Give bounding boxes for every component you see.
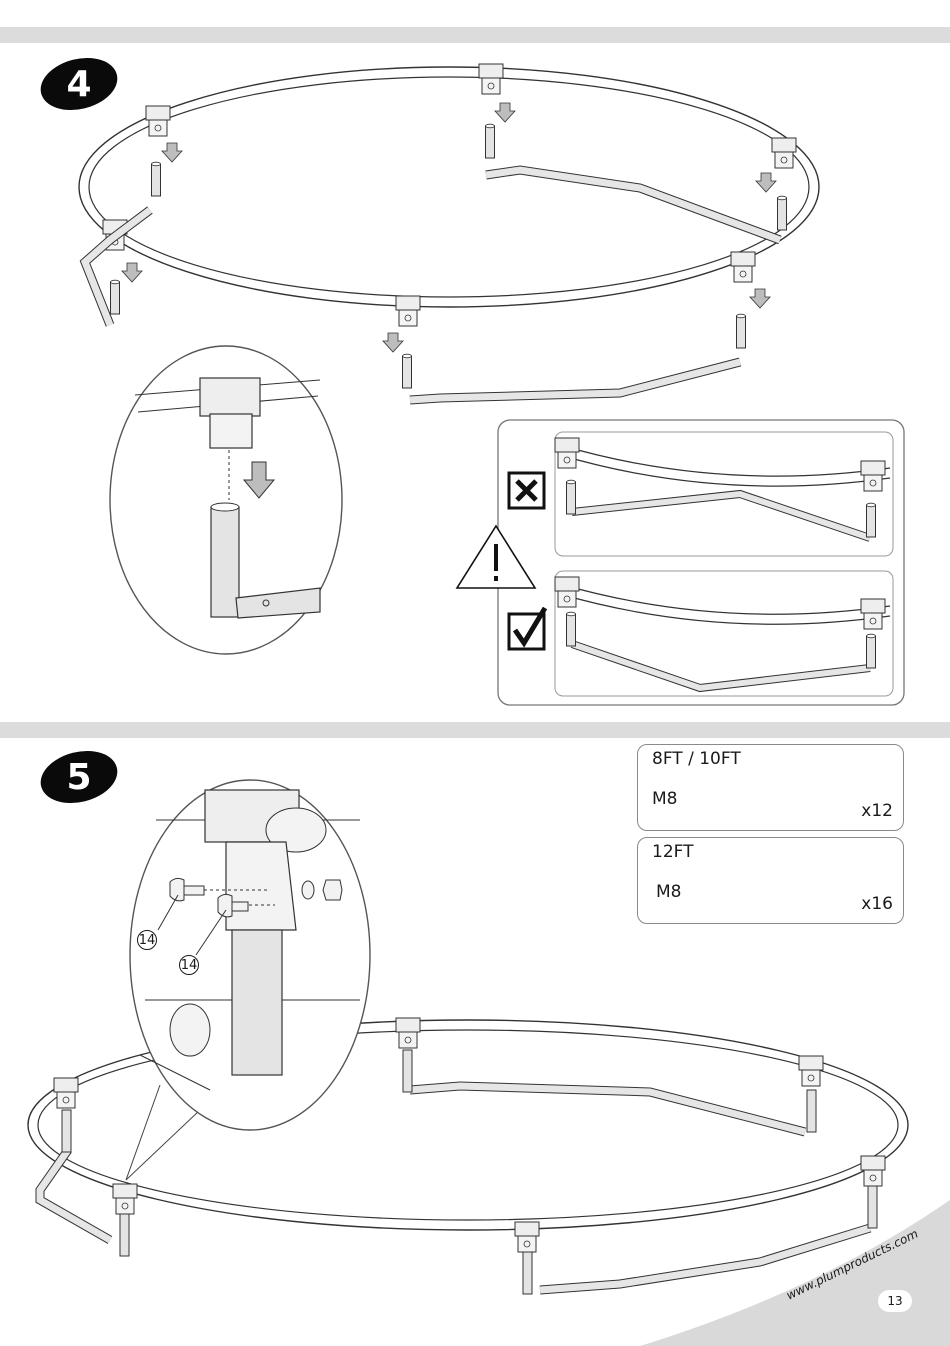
section-band-middle bbox=[0, 722, 950, 738]
step4-frame-ring bbox=[78, 66, 820, 308]
section-band-top bbox=[0, 27, 950, 43]
hardware-size: M8 bbox=[656, 882, 682, 902]
hardware-size: M8 bbox=[652, 789, 678, 809]
page-number: 13 bbox=[878, 1290, 912, 1312]
hardware-title: 12FT bbox=[652, 842, 694, 862]
hardware-box-12ft: 12FT M8 x16 bbox=[637, 837, 904, 924]
step4-leg-assemblies bbox=[79, 123, 788, 405]
step4-down-arrows bbox=[121, 102, 777, 353]
step4-compare-panel bbox=[497, 419, 905, 706]
step-5-number: 5 bbox=[66, 756, 92, 798]
hardware-title: 8FT / 10FT bbox=[652, 749, 741, 769]
step-4-number: 4 bbox=[66, 63, 92, 105]
step5-detail-oval bbox=[125, 779, 371, 1181]
hardware-box-8-10ft: 8FT / 10FT M8 x12 bbox=[637, 744, 904, 831]
hardware-qty: x16 bbox=[861, 894, 893, 914]
step4-brackets bbox=[102, 63, 797, 327]
step5-leg-assemblies bbox=[35, 1049, 878, 1295]
part-callout: 14 bbox=[137, 930, 157, 950]
warning-triangle-icon bbox=[455, 524, 537, 589]
footer-swoosh bbox=[640, 1200, 950, 1346]
cross-box-icon bbox=[507, 471, 546, 510]
step-5-badge: 5 bbox=[35, 743, 123, 811]
check-box-icon bbox=[507, 606, 548, 651]
step5-frame-ring bbox=[27, 1019, 909, 1231]
step4-detail-oval bbox=[109, 345, 343, 655]
step-4-badge: 4 bbox=[35, 50, 123, 118]
part-callout: 14 bbox=[179, 955, 199, 975]
hardware-qty: x12 bbox=[861, 801, 893, 821]
